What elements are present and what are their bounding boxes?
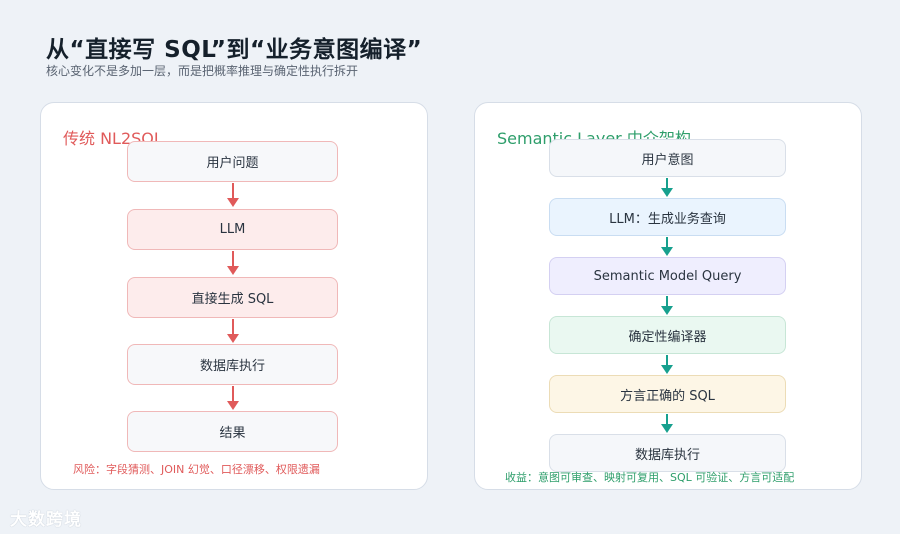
step-semantic-model-query: Semantic Model Query: [549, 257, 786, 295]
flow-arrow: [661, 178, 673, 197]
watermark-logo: 大数跨境: [10, 510, 82, 530]
flow-arrow: [227, 183, 239, 207]
page-title: 从“直接写 SQL”到“业务意图编译”: [46, 37, 423, 63]
step-dialect-sql: 方言正确的 SQL: [549, 375, 786, 413]
semantic-layer-panel: Semantic Layer 中介架构 用户意图 LLM：生成业务查询 Sema…: [474, 102, 862, 490]
step-result: 结果: [127, 411, 338, 452]
flow-arrow: [227, 251, 239, 275]
flow-arrow: [227, 386, 239, 410]
flow-arrow: [661, 355, 673, 374]
risk-note: 风险：字段猜测、JOIN 幻觉、口径漂移、权限遗漏: [73, 463, 320, 476]
benefit-note: 收益：意图可审查、映射可复用、SQL 可验证、方言可适配: [505, 471, 795, 484]
flow-arrow: [227, 319, 239, 343]
flow-arrow: [661, 237, 673, 256]
page-subtitle: 核心变化不是多加一层，而是把概率推理与确定性执行拆开: [46, 64, 359, 78]
flow-arrow: [661, 296, 673, 315]
step-deterministic-compiler: 确定性编译器: [549, 316, 786, 354]
step-user-question: 用户问题: [127, 141, 338, 182]
flow-arrow: [661, 414, 673, 433]
traditional-nl2sql-panel: 传统 NL2SQL 用户问题 LLM 直接生成 SQL 数据库执行 结果 风险：…: [40, 102, 428, 490]
step-user-intent: 用户意图: [549, 139, 786, 177]
step-llm-business-query: LLM：生成业务查询: [549, 198, 786, 236]
step-generate-sql: 直接生成 SQL: [127, 277, 338, 318]
step-db-execute: 数据库执行: [127, 344, 338, 385]
step-llm: LLM: [127, 209, 338, 250]
step-db-execute: 数据库执行: [549, 434, 786, 472]
